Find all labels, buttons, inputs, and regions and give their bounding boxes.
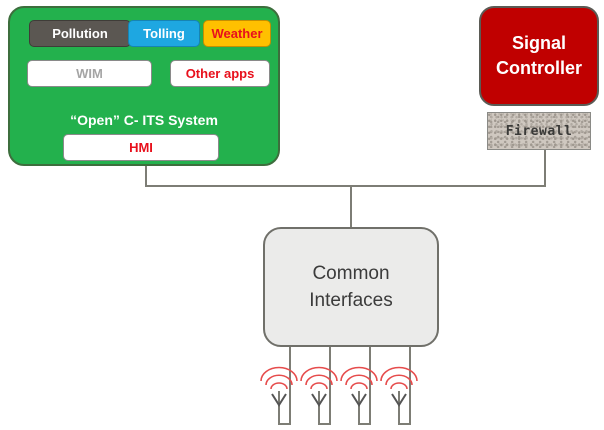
app-tolling[interactable]: Tolling: [128, 20, 200, 47]
hmi-label: HMI: [129, 140, 153, 155]
app-wim[interactable]: WIM: [27, 60, 152, 87]
app-other-apps[interactable]: Other apps: [170, 60, 270, 87]
antenna-icon: [380, 347, 418, 425]
wire-horizontal-bus: [145, 185, 546, 187]
wire-cits-down: [145, 166, 147, 186]
signal-waves-icon: [380, 366, 418, 390]
signal-controller-line2: Controller: [495, 58, 582, 78]
app-pollution-label: Pollution: [52, 26, 108, 41]
cits-system-panel: Pollution Tolling Weather WIM Other apps…: [8, 6, 280, 166]
app-weather-label: Weather: [211, 26, 263, 41]
firewall[interactable]: Firewall: [487, 112, 591, 150]
wire-bus-to-common: [350, 185, 352, 228]
app-weather[interactable]: Weather: [203, 20, 271, 47]
cits-system-title: “Open” C- ITS System: [70, 112, 218, 128]
app-wim-label: WIM: [76, 66, 103, 81]
app-pollution[interactable]: Pollution: [29, 20, 131, 47]
common-interfaces-line1: Common: [312, 263, 390, 284]
app-other-apps-label: Other apps: [185, 66, 255, 81]
wire-firewall-down: [544, 150, 546, 187]
antenna-icon: [260, 347, 298, 425]
common-interfaces[interactable]: Common Interfaces: [263, 227, 439, 347]
signal-waves-icon: [260, 366, 298, 390]
hmi-box[interactable]: HMI: [63, 134, 219, 161]
signal-controller-line1: Signal: [511, 33, 566, 53]
app-tolling-label: Tolling: [143, 26, 185, 41]
common-interfaces-line2: Interfaces: [309, 290, 393, 311]
signal-waves-icon: [300, 366, 338, 390]
antenna-icon: [300, 347, 338, 425]
signal-waves-icon: [340, 366, 378, 390]
signal-controller[interactable]: Signal Controller: [479, 6, 599, 106]
antenna-icon: [340, 347, 378, 425]
firewall-label: Firewall: [505, 123, 573, 139]
